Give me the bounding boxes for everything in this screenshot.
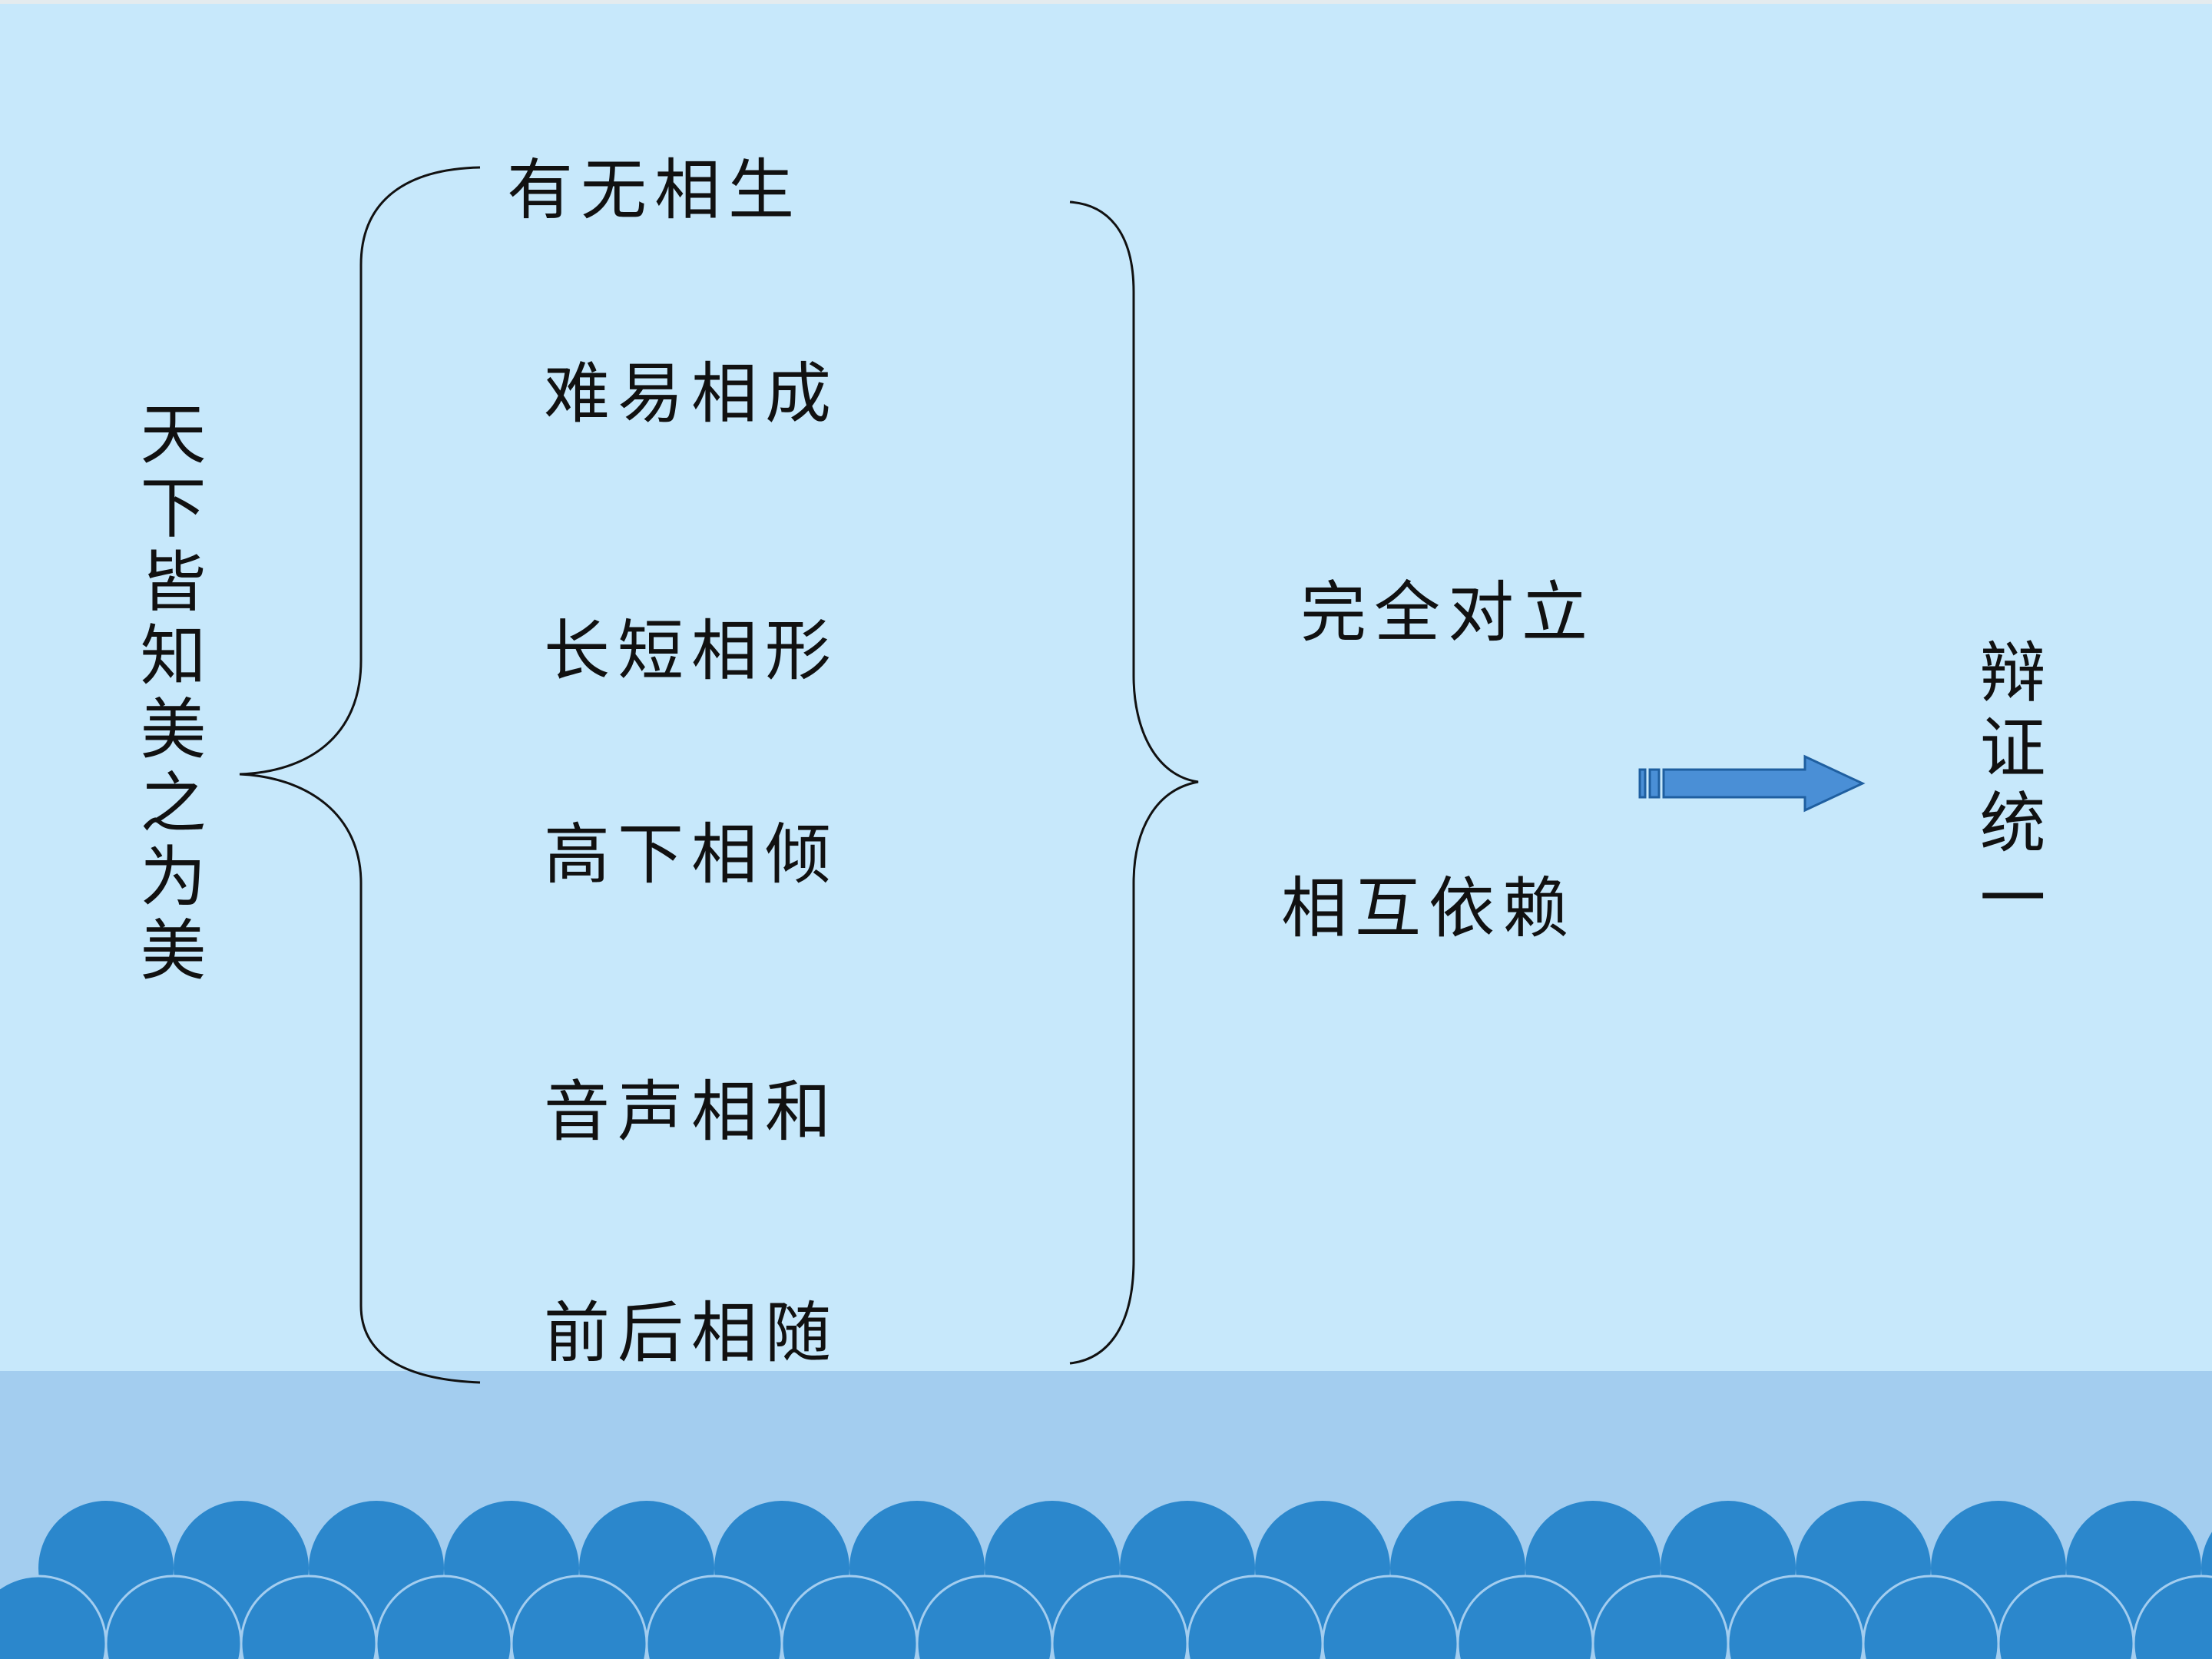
pair-item-6: 前后相随 [544, 1295, 839, 1372]
right-arrow-icon [1638, 754, 1866, 813]
pair-item-3: 长短相形 [544, 613, 839, 690]
conclusion-vertical-text: 辩证统一 [1968, 637, 2045, 939]
left-curly-brace [239, 166, 481, 1384]
relation-dependence: 相互依赖 [1281, 870, 1576, 947]
pair-item-2: 难易相成 [544, 356, 839, 432]
wave-decoration [0, 1501, 2212, 1659]
top-border-line [0, 0, 2212, 4]
pair-item-4: 高下相倾 [544, 816, 839, 893]
pair-item-5: 音声相和 [544, 1074, 839, 1151]
relation-opposition: 完全对立 [1300, 575, 1595, 651]
wave-row-front [0, 1575, 2212, 1659]
left-vertical-title: 天下皆知美之为美 [128, 399, 205, 989]
wave-bump [2132, 1575, 2212, 1659]
right-curly-brace [1069, 200, 1199, 1365]
pair-item-1: 有无相生 [507, 152, 802, 229]
